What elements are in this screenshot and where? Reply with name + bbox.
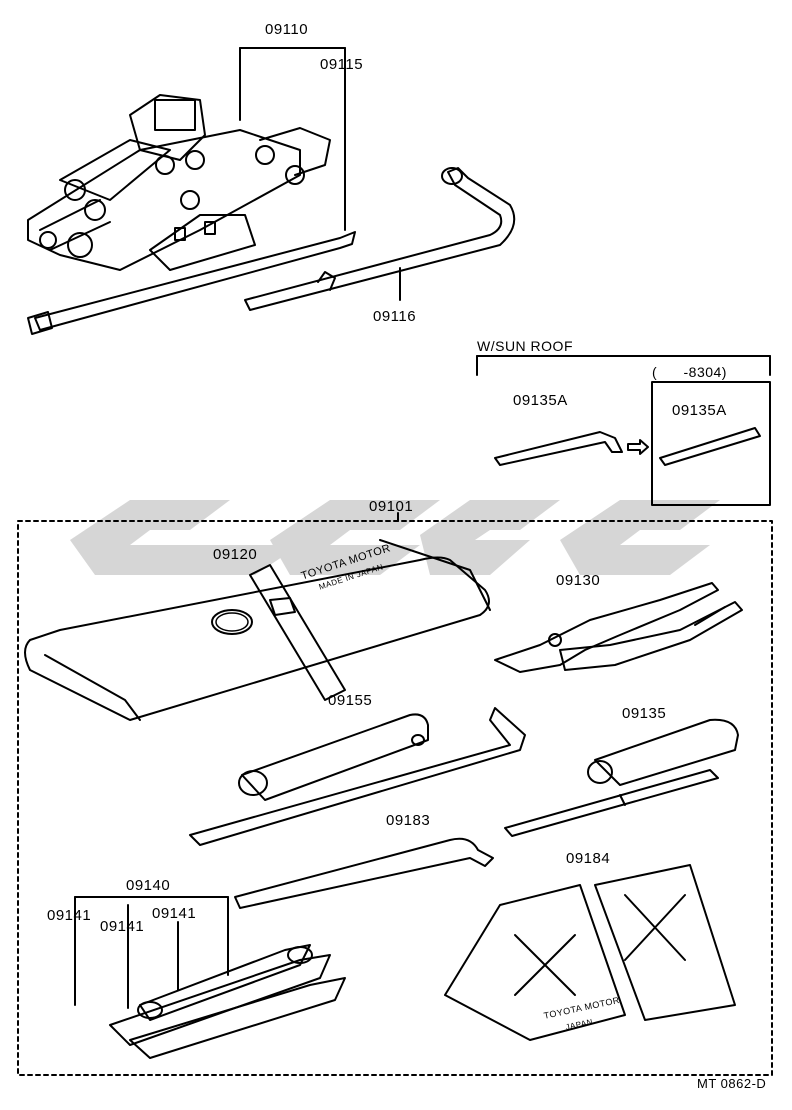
watermark-logo [70, 500, 720, 575]
jack-drawing [27, 94, 331, 271]
jack-handle-drawing [27, 231, 356, 335]
toolset-frame [17, 520, 773, 1076]
label-sunroof-note: W/SUN ROOF [477, 338, 573, 354]
toyota-logo-icon [215, 612, 249, 632]
label-sunroof-range: ( -8304) [652, 364, 727, 380]
label-footer: MT 0862-D [697, 1076, 767, 1091]
label-pliers: 09130 [556, 572, 601, 589]
label-wrench-a: 09141 [47, 907, 92, 924]
label-jack-handle: 09115 [320, 56, 364, 73]
label-sunroof-wrench-old: 09135A [672, 402, 727, 419]
label-bag: 09120 [213, 546, 258, 563]
pliers-drawing [494, 582, 743, 673]
plug-wrench-drawing [189, 707, 526, 846]
label-plug-wrench: 09155 [328, 692, 373, 709]
screwdriver-drawing [504, 718, 739, 837]
label-wrench-b: 09141 [100, 918, 145, 935]
wrench-set-leader [74, 896, 229, 1009]
arrow-right-icon [627, 439, 649, 455]
jack-leader [239, 47, 346, 231]
label-wrench-c: 09141 [152, 905, 197, 922]
sunroof-wrench-drawing [494, 427, 761, 466]
warning-triangle-drawing [444, 864, 736, 1041]
label-hub-nut-bar: 09183 [386, 812, 431, 829]
wrenches-drawing [109, 944, 346, 1059]
hub-nut-bar-drawing [234, 837, 494, 909]
label-jack-assy: 09110 [265, 21, 309, 38]
label-wrench-handle: 09116 [373, 308, 417, 325]
label-screwdriver: 09135 [622, 705, 667, 722]
label-wrench-set: 09140 [126, 877, 171, 894]
tool-bag-drawing [24, 539, 491, 721]
sunroof-bracket [476, 355, 771, 506]
label-sunroof-wrench: 09135A [513, 392, 568, 409]
label-tool-set: 09101 [369, 498, 414, 515]
wrench-handle-drawing [244, 167, 516, 311]
label-triangle: 09184 [566, 850, 611, 867]
